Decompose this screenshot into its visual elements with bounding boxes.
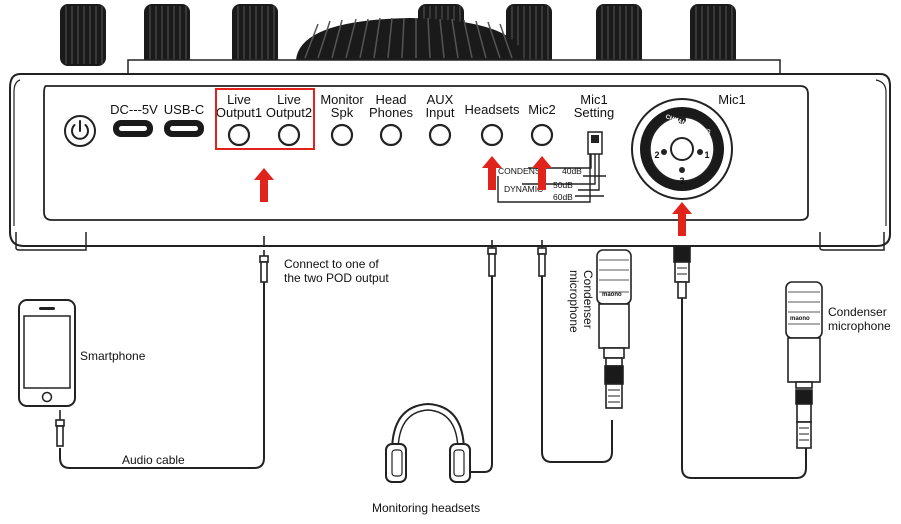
headphones — [385, 402, 471, 483]
headsets-jack[interactable] — [480, 123, 504, 147]
mic1-combo-pin-right — [697, 149, 703, 155]
switch-dynamic-label: DYNAMIC — [504, 184, 543, 194]
mic2-cable — [537, 240, 613, 463]
aux-input-label-2: Input — [426, 105, 455, 120]
mic1-setting-label-1: Mic1 — [580, 92, 607, 107]
main-dial-ridges — [304, 17, 513, 59]
live-output2-label-2: Output2 — [266, 105, 312, 120]
top-shelf — [127, 59, 781, 75]
switch-60db-label: 60dB — [553, 192, 573, 202]
switch-condens-label: CONDENS — [498, 166, 541, 176]
head-phones-label-2: Phones — [369, 105, 414, 120]
live-output2-jack[interactable] — [277, 123, 301, 147]
live-output1-label-2: Output1 — [216, 105, 262, 120]
condenser-mic-right — [785, 281, 823, 449]
foot-left — [15, 232, 87, 251]
condenser-vertical-label-1: Condenser — [581, 270, 595, 329]
arrow-live-output — [254, 168, 274, 202]
main-dial — [296, 18, 524, 60]
xlr-pin-3: 3 — [679, 176, 684, 186]
mic2-label: Mic2 — [528, 102, 555, 117]
condenser-right-label-1: Condenser — [828, 305, 887, 319]
aux-input-label-1: AUX — [427, 92, 454, 107]
live-output1-jack[interactable] — [227, 123, 251, 147]
mic-brand-right: maono — [790, 316, 810, 322]
xlr-cable — [673, 245, 807, 479]
jack-sockets — [227, 123, 554, 147]
body-side-left — [13, 79, 21, 226]
condenser-right-label-2: microphone — [828, 319, 891, 333]
condenser-vertical-label-2: microphone — [567, 270, 581, 333]
switch-40db-label: 40dB — [562, 166, 582, 176]
connect-note-2: the two POD output — [284, 271, 389, 285]
mic1-combo-pin-bottom — [679, 167, 685, 173]
condenser-mic-vertical — [596, 249, 632, 409]
dc-label: DC---5V — [110, 102, 158, 117]
switch-knob — [591, 135, 599, 143]
monitor-spk-jack[interactable] — [330, 123, 354, 147]
smartphone-label: Smartphone — [80, 349, 146, 363]
monitor-spk-label-1: Monitor — [320, 92, 364, 107]
foot-right — [819, 232, 885, 251]
usb-c-port-inner — [170, 126, 198, 131]
headphone-cable — [470, 240, 497, 473]
aux-input-jack[interactable] — [428, 123, 452, 147]
mic1-combo-pin-left — [661, 149, 667, 155]
knob-7 — [690, 4, 736, 66]
arrow-mic1 — [672, 202, 692, 236]
mic1-combo-pin-top — [678, 116, 686, 124]
head-phones-label-1: Head — [375, 92, 406, 107]
headsets-label: Headsets — [465, 102, 520, 117]
knob-3 — [232, 4, 278, 66]
rear-panel — [43, 85, 809, 221]
xlr-pin-2: 2 — [654, 150, 659, 160]
monitoring-headsets-label: Monitoring headsets — [372, 501, 480, 515]
arrow-headsets — [482, 156, 502, 190]
mic1-combo-jack-center — [670, 137, 694, 161]
smartphone-screen — [23, 315, 71, 389]
xlr-pin-1: 1 — [704, 150, 709, 160]
arrow-mic2 — [532, 156, 552, 190]
mic1-setting-label-2: Setting — [574, 105, 614, 120]
knob-ridges — [65, 6, 733, 64]
live-output2-label-1: Live — [277, 92, 301, 107]
mic2-jack[interactable] — [530, 123, 554, 147]
red-arrows — [254, 156, 692, 236]
smartphone-home-button — [41, 391, 53, 403]
dc-5v-port-inner — [119, 126, 147, 131]
live-output-highlight — [215, 88, 315, 150]
head-phones-jack[interactable] — [379, 123, 403, 147]
body-side-right — [875, 79, 887, 226]
power-icon — [71, 120, 89, 140]
phone-cable — [59, 236, 269, 469]
smartphone-speaker — [39, 307, 55, 310]
live-output1-label-1: Live — [227, 92, 251, 107]
monitor-spk-label-2: Spk — [331, 105, 354, 120]
knob-2 — [144, 4, 190, 66]
switch-lines — [497, 154, 606, 203]
connect-note-1: Connect to one of — [284, 257, 379, 271]
mic1-label: Mic1 — [718, 92, 745, 107]
knob-6 — [596, 4, 642, 66]
mic-brand-vertical: maono — [602, 292, 622, 298]
phone-plug — [55, 410, 65, 447]
audio-cable-label: Audio cable — [122, 453, 185, 467]
knob-1 — [60, 4, 106, 66]
switch-50db-label: 50dB — [553, 180, 573, 190]
usbc-label: USB-C — [164, 102, 204, 117]
